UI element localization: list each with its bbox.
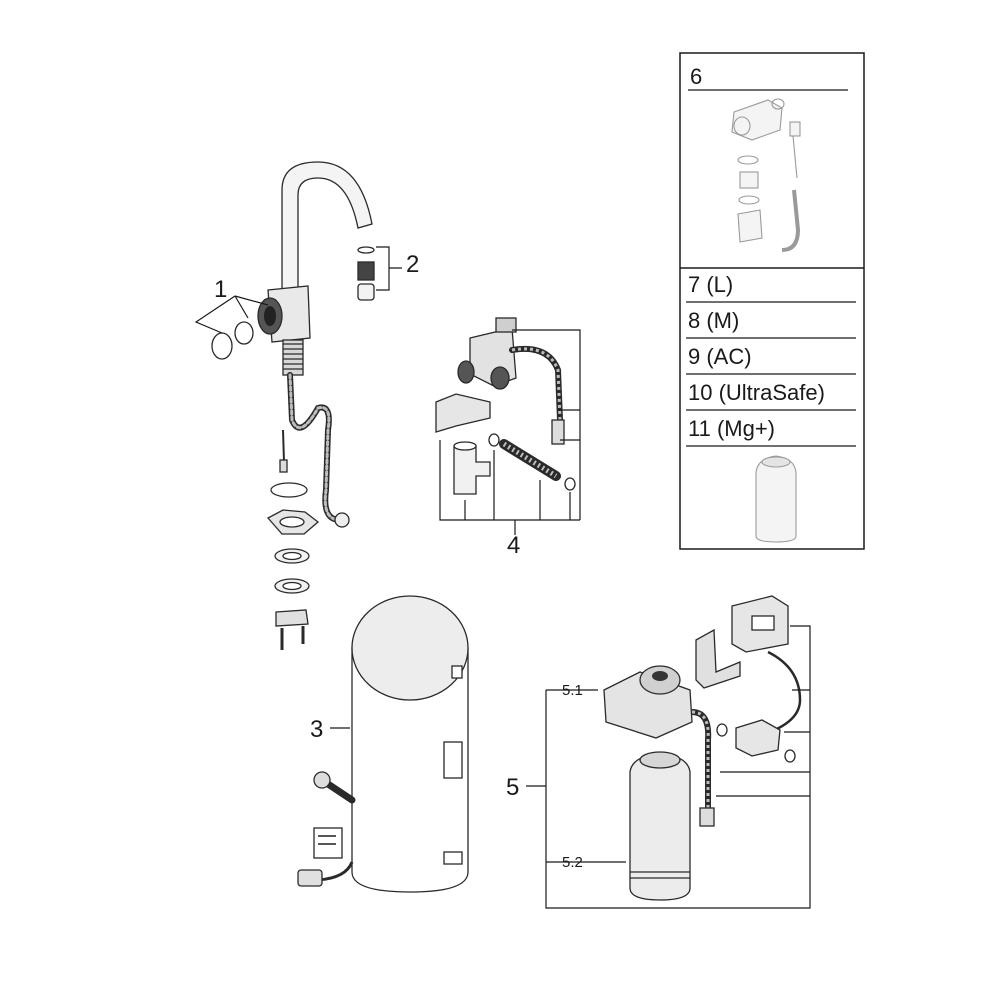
filter-meter-cable bbox=[767, 650, 802, 734]
boiler-power-cord bbox=[317, 861, 354, 882]
callout-label-faucet: 1 bbox=[214, 276, 227, 303]
callout-label-filter-head: 5.1 bbox=[562, 682, 583, 699]
mount-bracket bbox=[275, 609, 309, 627]
callout-label-valve-set: 4 bbox=[507, 532, 520, 559]
callout-label-boiler: 3 bbox=[310, 716, 323, 743]
t-piece bbox=[453, 445, 491, 495]
callout-label-aerator: 2 bbox=[406, 251, 419, 278]
accessory-panel: 6 7 (L) 8 (M) 9 (AC) 10 (UltraSafe) 11 (Mg+) bbox=[679, 52, 865, 550]
accessory-cartridge-drawing bbox=[755, 455, 797, 543]
aerator-insert bbox=[357, 261, 375, 281]
callout-label-filter-set: 5 bbox=[506, 774, 519, 801]
aerator-seal bbox=[357, 246, 375, 254]
valve-set-assembly bbox=[435, 317, 576, 495]
filter-valve-block bbox=[735, 719, 781, 757]
filter-option-label: 8 (M) bbox=[688, 308, 739, 333]
filter-wall-bracket bbox=[695, 628, 741, 689]
filter-option-label: 9 (AC) bbox=[688, 344, 752, 369]
filter-option-label: 10 (UltraSafe) bbox=[688, 380, 825, 405]
callout-label-filter-cartridge: 5.2 bbox=[562, 854, 583, 871]
o-ring-2 bbox=[234, 321, 254, 345]
aerator-housing bbox=[357, 283, 375, 301]
faucet-spout bbox=[281, 161, 373, 301]
filter-set-assembly bbox=[603, 595, 802, 901]
filter-options-list: 7 (L) 8 (M) 9 (AC) 10 (UltraSafe) 11 (Mg+) bbox=[686, 272, 856, 447]
valve-bracket bbox=[435, 393, 491, 433]
accessory-drawing bbox=[731, 98, 801, 252]
supply-hose bbox=[287, 372, 343, 523]
mount-gasket bbox=[270, 482, 308, 498]
accessory-panel-frame bbox=[679, 52, 865, 550]
faucet-shank bbox=[282, 339, 304, 376]
accessory-label-6: 6 bbox=[690, 64, 702, 89]
valve-washer-1 bbox=[488, 433, 500, 447]
faucet-assembly bbox=[211, 161, 375, 650]
boiler-assembly bbox=[297, 595, 469, 893]
boiler-top bbox=[351, 595, 469, 701]
valve-washer-2 bbox=[564, 477, 576, 491]
filter-option-label: 7 (L) bbox=[688, 272, 733, 297]
boiler-tank bbox=[351, 647, 469, 893]
o-ring-1 bbox=[211, 332, 233, 360]
boiler-icon bbox=[443, 741, 463, 779]
filter-option-label: 11 (Mg+) bbox=[688, 416, 775, 441]
